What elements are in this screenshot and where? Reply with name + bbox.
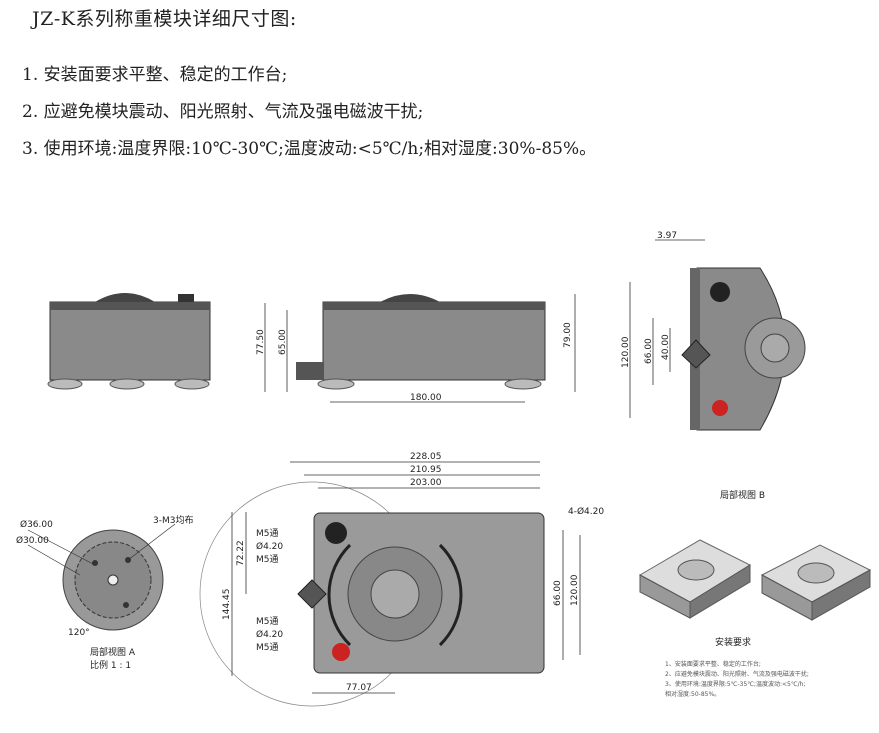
install-title: 安装要求 [715,636,751,648]
requirement-3: 3. 使用环境:温度界限:10℃-30℃;温度波动:<5℃/h;相对湿度:30%… [22,139,597,159]
top-view: 228.05 210.95 203.00 4-Ø4.20 72.22 144.4… [199,452,604,707]
detail-view-a: Ø36.00 Ø30.00 3-M3均布 120° 局部视图 A 比例 1 : … [16,514,193,671]
dim-40-00: 40.00 [661,334,671,360]
detail-a-angle: 120° [68,628,90,638]
label-m5-1: M5通 [256,528,279,539]
page-title: JZ-K系列称重模块详细尺寸图: [32,8,297,30]
detail-a-d36: Ø36.00 [20,519,53,530]
install-note-2: 2、应避免模块震动、阳光照射、气流及强电磁波干扰; [665,670,809,678]
detail-view-b: 局部视图 B 安装要求 1、安装面要求平整、稳定的工作台; 2、应避免模块震动、… [638,489,872,698]
label-m5-2: M5通 [256,554,279,565]
dim-66-00: 66.00 [644,338,654,364]
install-note-1: 1、安装面要求平整、稳定的工作台; [665,660,761,668]
dim-hole: 4-Ø4.20 [568,506,604,517]
dim-228-05: 228.05 [410,452,442,462]
dim-144-45: 144.45 [222,589,232,621]
dim-79-00: 79.00 [563,322,573,348]
install-note-3: 3、使用环境:温度界限:5℃-35℃;温度波动:<5℃/h; [665,680,805,688]
front-view-right: 77.50 65.00 79.00 180.00 [256,294,576,403]
dim-66-00-b: 66.00 [553,580,563,606]
dim-65-00: 65.00 [278,329,288,355]
install-note-4: 相对湿度:50-85%。 [665,690,720,698]
label-m5-3: M5通 [256,616,279,627]
dim-180-00: 180.00 [410,393,442,403]
dim-210-95: 210.95 [410,465,442,475]
dim-77-07: 77.07 [346,683,372,693]
dim-77-50: 77.50 [256,329,266,355]
detail-a-scale: 比例 1 : 1 [90,659,131,671]
requirement-1: 1. 安装面要求平整、稳定的工作台; [22,65,288,85]
label-m5-4: M5通 [256,642,279,653]
front-view-left [47,293,211,390]
detail-b-caption: 局部视图 B [720,489,765,501]
detail-a-d30: Ø30.00 [16,535,49,546]
label-hole-2: Ø4.20 [256,629,283,640]
dim-72-22: 72.22 [236,540,246,566]
dim-120-00: 120.00 [621,336,631,368]
requirement-2: 2. 应避免模块震动、阳光照射、气流及强电磁波干扰; [22,102,424,122]
dim-120-00-b: 120.00 [570,574,580,606]
detail-a-threads: 3-M3均布 [153,514,193,526]
detail-a-caption: 局部视图 A [90,646,136,658]
end-view: 3.97 120.00 66.00 40.00 [621,231,806,431]
dim-3-97: 3.97 [657,231,677,241]
dim-203-00: 203.00 [410,478,442,488]
label-hole-1: Ø4.20 [256,541,283,552]
